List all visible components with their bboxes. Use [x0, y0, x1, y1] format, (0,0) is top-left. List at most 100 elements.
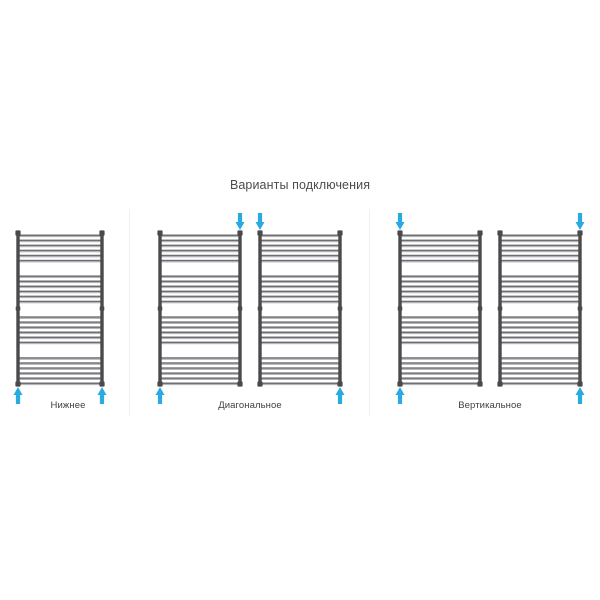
radiator-rung: [18, 300, 102, 303]
radiator-connector-node: [397, 230, 403, 236]
radiator-rung: [400, 249, 480, 252]
radiator-rung-highlight: [18, 373, 102, 375]
radiator-rung-highlight: [400, 241, 480, 243]
radiator-rung-highlight: [400, 287, 480, 289]
radiator-connector-node: [577, 306, 583, 311]
radiator-rung: [400, 239, 480, 242]
radiator-rung-highlight: [160, 276, 240, 279]
radiator-connector-node: [397, 381, 403, 387]
radiator-rung: [18, 321, 102, 323]
radiator-rung-highlight: [18, 256, 102, 258]
radiator-rung: [260, 239, 340, 242]
radiator-rung-highlight: [18, 322, 102, 324]
radiator-rung-highlight: [160, 302, 240, 304]
radiator-rung-highlight: [160, 363, 240, 365]
radiator-rung-highlight: [260, 338, 340, 340]
radiator-rung: [260, 259, 340, 262]
radiator-connector-node: [99, 381, 105, 387]
panel-label-vertical: Вертикальное: [458, 400, 522, 411]
radiator-rung: [160, 275, 240, 277]
radiator-rung-highlight: [400, 251, 480, 253]
radiator-rungs: [400, 234, 480, 386]
radiator-rung-highlight: [160, 246, 240, 248]
radiator-rung: [260, 234, 340, 237]
radiator-connector-node: [157, 381, 163, 387]
radiator-rung-highlight: [500, 236, 580, 238]
radiator-rung: [260, 357, 340, 359]
radiator-rung-highlight: [18, 246, 102, 248]
radiator-rung-highlight: [160, 241, 240, 243]
radiator-connector-node: [15, 306, 21, 311]
radiator-connector-node: [337, 230, 343, 236]
radiator-connector-node: [15, 230, 21, 236]
radiator-rung: [160, 382, 240, 384]
radiator-rung-highlight: [160, 332, 240, 335]
radiator-rung-highlight: [400, 281, 480, 284]
radiator-rung: [160, 290, 240, 293]
radiator-rung: [260, 372, 340, 374]
radiator-connector-node: [497, 230, 503, 236]
radiator-rung-highlight: [18, 338, 102, 340]
radiator-rung-highlight: [400, 256, 480, 258]
radiator-rung: [260, 300, 340, 303]
radiator-rung-highlight: [500, 261, 580, 263]
radiator-rung-highlight: [400, 338, 480, 340]
arrow-up-icon: [13, 387, 23, 404]
radiator-connector-node: [99, 306, 105, 311]
radiator-rung: [260, 331, 340, 333]
radiator-rung: [400, 290, 480, 293]
radiator-rung-highlight: [160, 287, 240, 289]
radiator-rung: [18, 326, 102, 328]
radiator-connector-node: [99, 230, 105, 236]
radiator-rung-highlight: [500, 281, 580, 284]
radiator-rung-highlight: [18, 292, 102, 294]
radiator-connector-node: [477, 381, 483, 387]
radiator-rung: [500, 367, 580, 369]
radiator-rung: [18, 290, 102, 293]
radiator-rung-highlight: [500, 327, 580, 330]
radiator-rung: [500, 295, 580, 298]
radiator-rung: [160, 321, 240, 323]
radiator-rung: [500, 316, 580, 318]
radiator-rung-highlight: [160, 256, 240, 258]
radiator-rung-highlight: [260, 251, 340, 253]
radiator-rung-highlight: [500, 368, 580, 370]
radiator-rung: [500, 321, 580, 323]
radiator-rung-highlight: [160, 236, 240, 238]
radiator-rung-highlight: [400, 363, 480, 365]
radiator-rung: [260, 326, 340, 328]
radiator-connector-node: [477, 306, 483, 311]
radiator-rung-highlight: [18, 327, 102, 330]
radiator-rung: [400, 357, 480, 359]
radiator-rung-highlight: [160, 338, 240, 340]
radiator-rung: [18, 239, 102, 242]
radiator-rung: [260, 280, 340, 282]
radiator-rung-highlight: [500, 292, 580, 294]
radiator-rung: [160, 341, 240, 344]
radiator-rung-highlight: [500, 297, 580, 299]
radiator-rung: [500, 275, 580, 277]
radiator-rung: [400, 367, 480, 369]
radiator-rung-highlight: [260, 246, 340, 248]
radiator-rung: [400, 382, 480, 384]
radiator-rung-highlight: [160, 281, 240, 284]
radiator-rung: [260, 367, 340, 369]
radiator-rung: [400, 336, 480, 339]
radiator-rung-highlight: [260, 236, 340, 238]
radiator-rung: [18, 280, 102, 282]
radiator-rung-highlight: [18, 281, 102, 284]
radiator-rung: [18, 336, 102, 339]
radiator-rung-highlight: [260, 327, 340, 330]
radiator-rung: [160, 244, 240, 247]
radiator-rung: [400, 362, 480, 364]
radiator-rung-highlight: [400, 383, 480, 386]
radiator-rung-highlight: [400, 236, 480, 238]
radiator-rung-highlight: [260, 261, 340, 263]
radiator-rung: [160, 300, 240, 303]
radiator-connector-node: [497, 306, 503, 311]
arrow-down-icon: [235, 213, 245, 230]
radiator-rung: [260, 275, 340, 277]
radiator-rung: [400, 234, 480, 237]
radiator-rung: [160, 285, 240, 288]
